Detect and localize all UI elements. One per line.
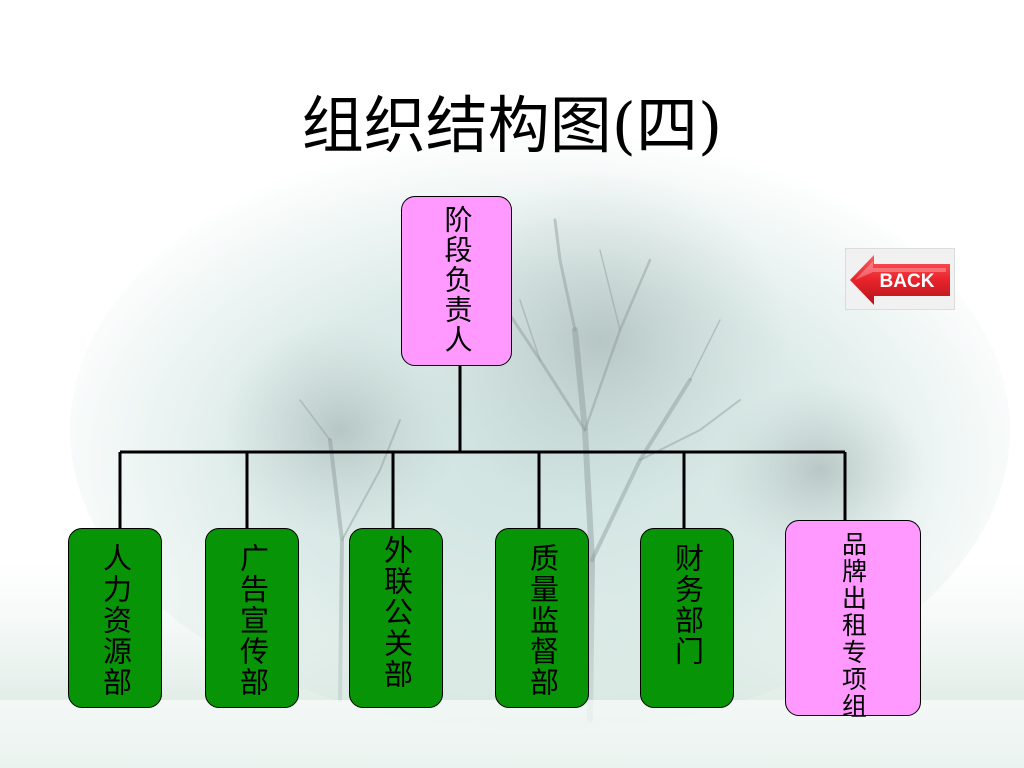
org-node-pr-label: 外联公关部 (379, 535, 414, 690)
org-node-ad: 广告宣传部 (205, 528, 299, 708)
org-node-fin-label: 财务部门 (670, 543, 705, 667)
back-arrow-icon: BACK (850, 255, 950, 305)
org-node-qa-label: 质量监督部 (525, 543, 560, 698)
org-node-fin: 财务部门 (640, 528, 734, 708)
org-node-pr: 外联公关部 (349, 528, 443, 708)
org-node-brand-label: 品牌出租专项组 (838, 531, 868, 720)
slide-title: 组织结构图(四) (301, 89, 723, 162)
org-node-hr-label: 人力资源部 (98, 543, 133, 698)
org-node-root: 阶段负责人 (401, 196, 512, 366)
org-node-brand: 品牌出租专项组 (785, 520, 921, 720)
back-button[interactable]: BACK (845, 248, 955, 310)
back-button-label: BACK (880, 271, 935, 292)
org-node-root-label: 阶段负责人 (440, 205, 474, 355)
org-node-qa: 质量监督部 (495, 528, 589, 708)
org-node-hr: 人力资源部 (68, 528, 162, 708)
org-node-ad-label: 广告宣传部 (235, 543, 270, 698)
